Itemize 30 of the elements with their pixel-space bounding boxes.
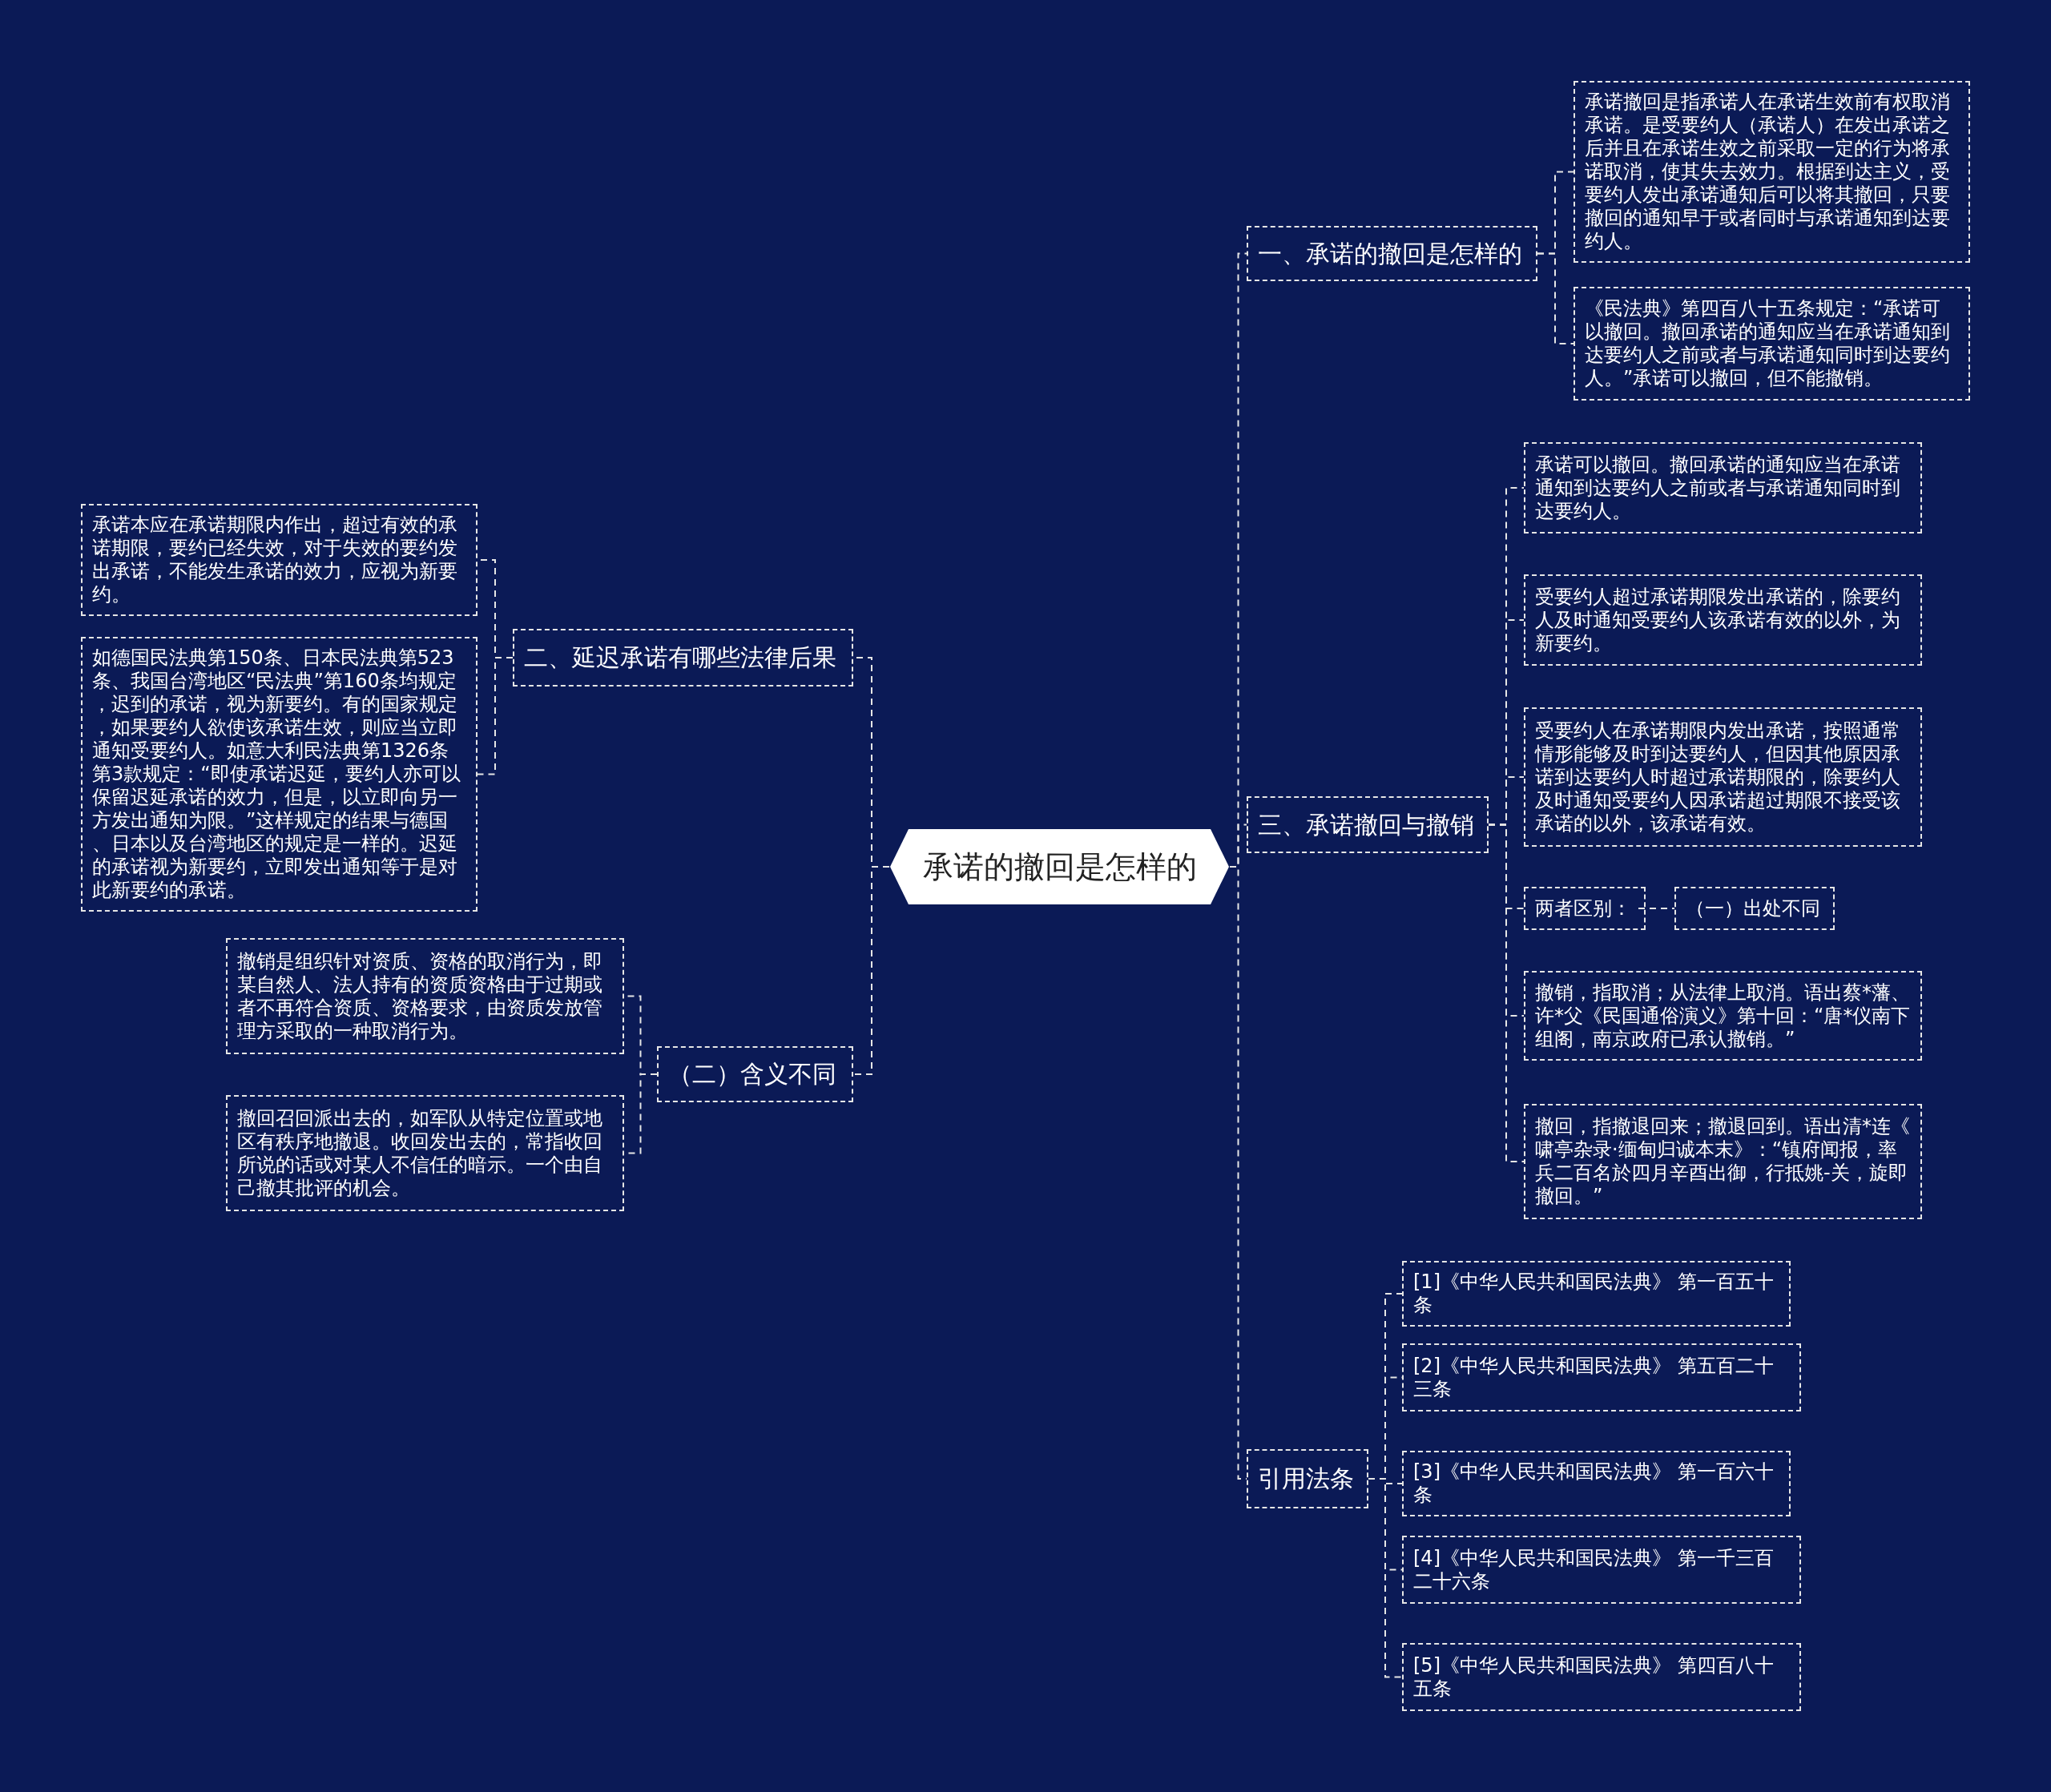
text-box: 两者区别： <box>1524 887 1646 930</box>
text-box: [5]《中华人民共和国民法典》 第四百八十五条 <box>1402 1643 1801 1711</box>
connector-line <box>1537 252 1574 344</box>
text-box: 撤回召回派出去的，如军队从特定位置或地区有秩序地撤退。收回发出去的，常指收回所说的话或对某人不信任的暗示。一个由自己撤其批评的机会。 <box>226 1095 624 1211</box>
central-topic: 承诺的撤回是怎样的 <box>889 828 1230 905</box>
topic-box: 三、承诺撤回与撤销 <box>1247 796 1489 853</box>
topic-box: 引用法条 <box>1247 1449 1368 1508</box>
topic-box: （二）含义不同 <box>657 1046 853 1102</box>
text-box: 撤回，指撤退回来；撤退回到。语出清*连《啸亭杂录·缅甸归诚本末》：“镇府闻报，率兵二百名於四月辛酉出御，行抵姚-关，旋即撤回。” <box>1524 1104 1922 1219</box>
connector-line <box>852 866 890 1075</box>
connector-line <box>477 657 514 775</box>
text-box: （一）出处不同 <box>1674 887 1835 930</box>
text-box: [2]《中华人民共和国民法典》 第五百二十三条 <box>1402 1343 1801 1411</box>
text-box: 撤销是组织针对资质、资格的取消行为，即某自然人、法人持有的资质资格由于过期或者不再符合资质、资格要求，由资质发放管理方采取的一种取消行为。 <box>226 938 624 1054</box>
connector-line <box>1488 824 1525 1162</box>
text-box: [1]《中华人民共和国民法典》 第一百五十条 <box>1402 1261 1791 1327</box>
topic-box: 二、延迟承诺有哪些法律后果 <box>513 629 853 687</box>
connector-line <box>1368 1478 1403 1678</box>
text-box: 受要约人超过承诺期限发出承诺的，除要约人及时通知受要约人该承诺有效的以外，为新要约。 <box>1524 574 1922 666</box>
text-box: 撤销，指取消；从法律上取消。语出蔡*藩、许*父《民国通俗演义》第十回：“唐*仪南下组阁，南京政府已承认撤销。” <box>1524 971 1922 1061</box>
text-box: 承诺撤回是指承诺人在承诺生效前有权取消承诺。是受要约人（承诺人）在发出承诺之后并且在承诺生效之前采取一定的行为将承诺取消，使其失去效力。根据到达主义，受要约人发出承诺通知后可以将其撤回，只要撤回的通知早于或者同时与承诺通知到达要约人。 <box>1574 81 1970 263</box>
text-box: 如德国民法典第150条、日本民法典第523条、我国台湾地区“民法典”第160条均规定，迟到的承诺，视为新要约。有的国家规定，如果要约人欲使该承诺生效，则应当立即通知受要约人。如意大利民法典第1326条第3款规定：“即使承诺迟延，要约人亦可以保留迟延承诺的效力，但是，以立即向另一方发出通知为限。”这样规定的结果与德国、日本以及台湾地区的规定是一样的。迟延的承诺视为新要约，立即发出通知等于是对此新要约的承诺。 <box>81 637 477 912</box>
text-box: [3]《中华人民共和国民法典》 第一百六十条 <box>1402 1451 1791 1516</box>
topic-box: 一、承诺的撤回是怎样的 <box>1247 226 1537 281</box>
text-box: 承诺可以撤回。撤回承诺的通知应当在承诺通知到达要约人之前或者与承诺通知同时到达要约人。 <box>1524 442 1922 534</box>
text-box: 受要约人在承诺期限内发出承诺，按照通常情形能够及时到达要约人，但因其他原因承诺到达要约人时超过承诺期限的，除要约人及时通知受要约人因承诺超过期限不接受该承诺的以外，该承诺有效。 <box>1524 707 1922 847</box>
connector-line <box>1638 908 1675 909</box>
text-box: 承诺本应在承诺期限内作出，超过有效的承诺期限，要约已经失效，对于失效的要约发出承诺，不能发生承诺的效力，应视为新要约。 <box>81 504 477 616</box>
text-box: 《民法典》第四百八十五条规定：“承诺可以撤回。撤回承诺的通知应当在承诺通知到达要约人之前或者与承诺通知同时到达要约人。”承诺可以撤回，但不能撤销。 <box>1574 287 1970 401</box>
text-box: [4]《中华人民共和国民法典》 第一千三百二十六条 <box>1402 1536 1801 1604</box>
